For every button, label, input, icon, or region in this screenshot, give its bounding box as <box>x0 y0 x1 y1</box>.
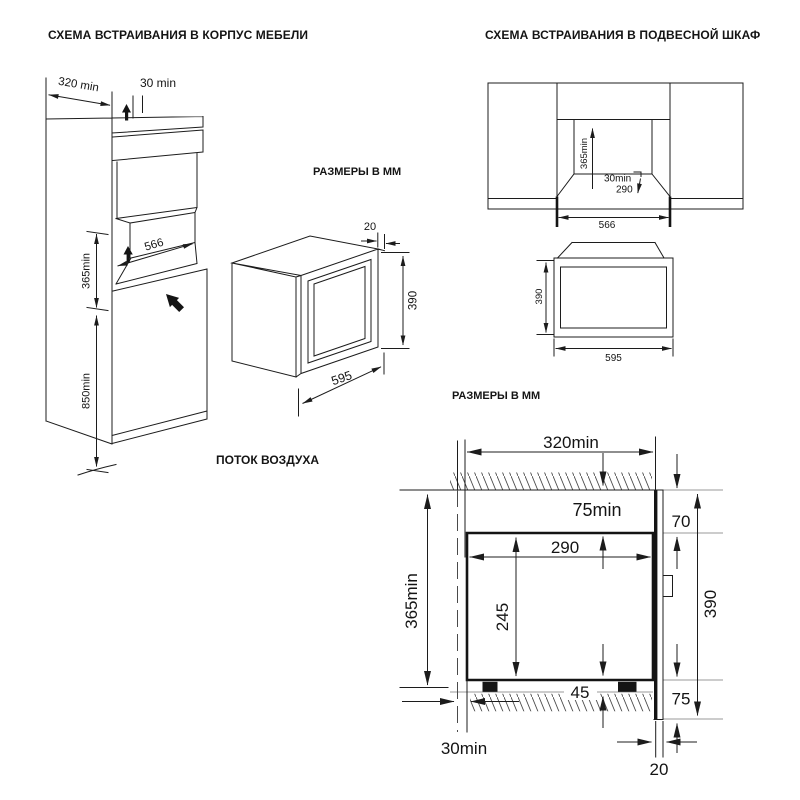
dim-line-top-depth <box>48 94 111 106</box>
dim-label-frame-bottom: 75 <box>672 690 691 709</box>
dim-label-top-clearance: 30min <box>604 174 631 185</box>
oven-outline <box>230 235 386 378</box>
dim-label-rear-clearance: 30min <box>441 739 487 758</box>
opening-side-walls <box>555 196 672 227</box>
dim-label-top-gap: 75min <box>572 500 621 520</box>
caption-dimensions-mm-left: РАЗМЕРЫ В ММ <box>313 166 401 178</box>
dim-label-niche-width: 566 <box>599 220 616 231</box>
dim-label-niche-height: 365min <box>80 253 92 289</box>
dim-label-top-depth: 320 min <box>57 76 99 95</box>
dim-label-height: 390 <box>408 291 420 310</box>
dim-label-top-clearance: 30 min <box>140 76 176 90</box>
dim-label-top-depth: 320min <box>543 433 599 452</box>
front-frame-bar <box>654 490 658 720</box>
dim-label-inner-height: 245 <box>493 603 512 631</box>
frame-extension-bottom <box>655 721 664 758</box>
dim-label-inner-depth: 290 <box>551 538 579 557</box>
caption-dimensions-mm-right: РАЗМЕРЫ В ММ <box>452 390 540 402</box>
wall-cabinet-diagram: 566 365min 30min 290 390 595 <box>487 82 744 364</box>
airflow-arrow-icon <box>166 294 184 312</box>
dim-label-front-height: 390 <box>534 289 545 305</box>
vent-arrow-top-icon <box>122 104 131 121</box>
dim-label-width: 595 <box>330 368 354 388</box>
dim-label-niche-width: 566 <box>143 237 165 254</box>
floor-line <box>77 463 117 476</box>
oven-foot-right <box>618 681 637 692</box>
dim-label-niche-height: 365min <box>579 138 590 169</box>
oven-body-outline <box>465 531 655 682</box>
dim-label-base-height: 850min <box>80 373 92 409</box>
front-width-extensions <box>553 338 674 357</box>
cabinet-column-diagram: 320 min 30 min 365min 850min 566 <box>45 76 208 476</box>
hatch-bottom <box>470 693 652 712</box>
caption-airflow: ПОТОК ВОЗДУХА <box>216 453 319 467</box>
label-mask <box>564 683 597 700</box>
dim-label-niche-height: 365min <box>402 573 421 629</box>
dim-label-door-thickness: 20 <box>364 221 376 233</box>
reference-lines <box>663 489 723 720</box>
front-frame-outline <box>653 489 664 720</box>
clearance-tick <box>633 171 642 177</box>
door-thickness-ticks <box>377 232 385 249</box>
wall-cabinet-outline <box>487 82 744 210</box>
door-handle <box>663 575 673 597</box>
dim-line-niche-width <box>117 243 193 267</box>
dim-label-front-width: 595 <box>605 353 622 364</box>
dim-label-frame-thickness: 20 <box>650 760 669 779</box>
front-height-extensions <box>536 260 554 335</box>
title-wall-cabinet-scheme: СХЕМА ВСТРАИВАНИЯ В ПОДВЕСНОЙ ШКАФ <box>485 27 760 42</box>
height-extensions <box>381 252 410 349</box>
oven-foot-left <box>482 681 498 692</box>
dim-label-frame-top: 70 <box>672 512 691 531</box>
dim-label-frame-height: 390 <box>701 590 720 618</box>
base-height-extension <box>86 468 109 474</box>
dim-line-width <box>302 366 382 404</box>
width-extensions <box>298 352 385 417</box>
oven-front-outline <box>553 241 674 338</box>
niche-section-diagram: 320min 75min 290 245 365min 45 70 390 75… <box>399 433 723 779</box>
niche-height-extensions <box>86 230 109 312</box>
dim-label-depth: 290 <box>616 185 633 196</box>
title-cabinet-scheme: СХЕМА ВСТРАИВАНИЯ В КОРПУС МЕБЕЛИ <box>48 28 308 42</box>
hatch-top <box>450 472 652 490</box>
dim-label-bottom-gap: 45 <box>571 683 590 702</box>
depth-arrow <box>637 178 642 194</box>
oven-3d-diagram: 20 390 595 <box>230 221 420 417</box>
top-clearance-ticks <box>132 95 143 119</box>
cabinet-outline <box>45 77 208 445</box>
vent-arrow-niche-icon <box>123 246 133 263</box>
